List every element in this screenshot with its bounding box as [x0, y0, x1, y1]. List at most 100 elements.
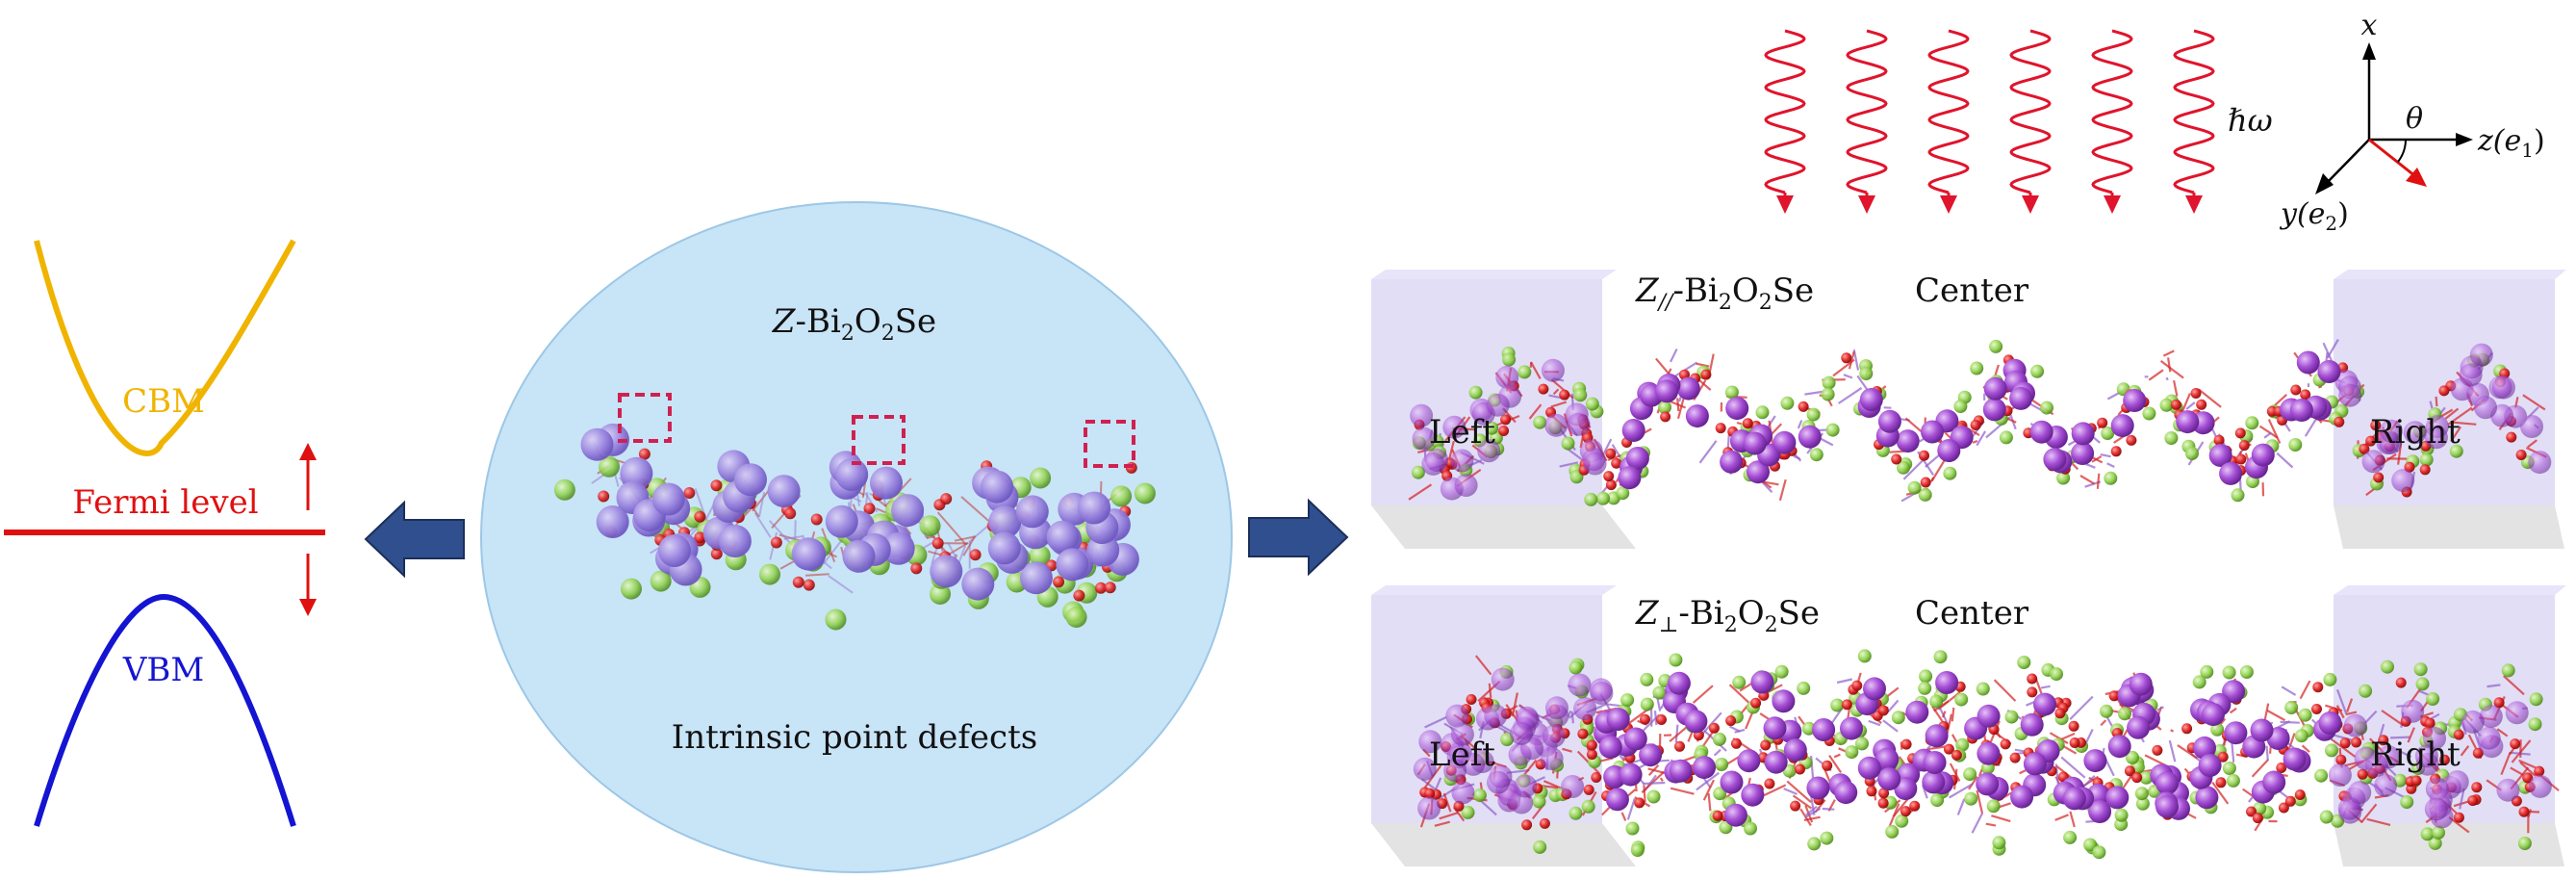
o-atom: [2453, 729, 2464, 740]
bond: [2335, 688, 2348, 714]
bond: [1985, 822, 1997, 827]
bi-atom: [2348, 781, 2372, 805]
bond: [2487, 684, 2501, 688]
bond: [1946, 713, 1952, 735]
o-atom: [792, 576, 804, 588]
se-atom: [1943, 466, 1957, 480]
o-atom: [1919, 450, 1929, 461]
o-atom: [1742, 418, 1753, 429]
bi-atom: [2391, 469, 2415, 493]
device-bottom-center-label: Center: [1915, 594, 2029, 633]
hbar-omega-label: ℏω: [2228, 102, 2273, 139]
bi-atom: [2361, 450, 2385, 474]
bond: [2168, 739, 2177, 763]
bi-atom: [1720, 450, 1744, 474]
o-atom: [931, 537, 944, 550]
bi-atom: [2477, 726, 2501, 750]
bi-atom: [2424, 797, 2448, 821]
bond: [2100, 719, 2107, 727]
bond: [1786, 780, 1812, 804]
se-atom: [1820, 831, 1834, 845]
bond: [1707, 792, 1712, 812]
bond: [2345, 711, 2358, 716]
bond: [2060, 756, 2086, 779]
o-atom: [694, 531, 706, 544]
bi-atom: [1922, 770, 1946, 794]
bond: [2266, 710, 2286, 722]
o-atom: [1466, 694, 1477, 705]
vbm-label: VBM: [122, 651, 204, 689]
bond: [2281, 685, 2297, 696]
bond: [753, 512, 772, 538]
o-atom: [2357, 768, 2368, 780]
se-atom: [2118, 707, 2131, 721]
bond: [1968, 775, 1978, 790]
bi-atom: [1976, 772, 2000, 796]
bi-atom: [2491, 375, 2515, 400]
bond: [2100, 453, 2111, 458]
bi-atom: [2071, 442, 2095, 465]
o-atom: [2196, 399, 2207, 410]
se-atom: [1585, 397, 1599, 411]
bi-atom: [1046, 520, 1080, 554]
bond: [1702, 779, 1715, 801]
se-atom: [1030, 467, 1052, 489]
se-atom: [1620, 693, 1635, 708]
bond: [1972, 439, 1978, 444]
o-atom: [1500, 414, 1512, 426]
bi-atom: [1542, 724, 1566, 748]
light-wave: [1846, 29, 1888, 194]
bi-atom: [930, 555, 963, 588]
o-atom: [2370, 420, 2382, 431]
o-atom: [694, 510, 706, 523]
bond: [1424, 715, 1447, 729]
bi-atom: [1669, 759, 1693, 783]
bi-atom: [988, 505, 1022, 539]
bond: [828, 575, 854, 594]
bond: [2040, 685, 2051, 689]
se-atom: [1713, 787, 1727, 801]
bond: [2381, 710, 2405, 727]
o-atom: [1790, 800, 1801, 812]
se-atom: [2222, 762, 2236, 775]
bond: [1822, 807, 1835, 811]
se-atom: [1502, 352, 1517, 367]
block-arrow-left: [364, 500, 465, 579]
device-top-right-label: Right: [2370, 413, 2461, 452]
se-atom: [1845, 745, 1859, 760]
bond: [1837, 386, 1863, 404]
se-atom: [1658, 401, 1671, 414]
se-atom: [1806, 407, 1821, 422]
bond: [2304, 417, 2318, 437]
o-atom: [1764, 778, 1775, 789]
se-atom: [1919, 669, 1933, 684]
bi-atom: [2343, 713, 2367, 737]
o-atom: [2453, 812, 2464, 823]
polarization-arrow: [2368, 138, 2427, 187]
bond: [2069, 811, 2076, 828]
o-atom: [1073, 589, 1085, 602]
o-atom: [910, 562, 923, 575]
o-atom: [710, 548, 723, 560]
o-atom: [1634, 797, 1645, 809]
o-atom: [2027, 686, 2038, 698]
o-atom: [1841, 352, 1852, 364]
se-atom: [1712, 732, 1726, 746]
se-atom: [2226, 773, 2240, 788]
defect-box-2: [852, 415, 905, 465]
se-atom: [1715, 758, 1729, 771]
o-atom: [1877, 705, 1889, 716]
bi-atom: [580, 427, 614, 461]
se-atom: [1724, 385, 1739, 400]
bi-atom: [1639, 743, 1663, 767]
se-atom: [2319, 810, 2334, 824]
se-atom: [2192, 675, 2206, 689]
se-atom: [1561, 436, 1575, 451]
o-atom: [2124, 765, 2135, 777]
se-atom: [1569, 806, 1583, 820]
bond: [1868, 719, 1881, 727]
se-atom: [2134, 787, 2149, 801]
se-atom: [1964, 791, 1978, 806]
bond: [1976, 430, 1987, 447]
o-atom: [2472, 747, 2484, 759]
